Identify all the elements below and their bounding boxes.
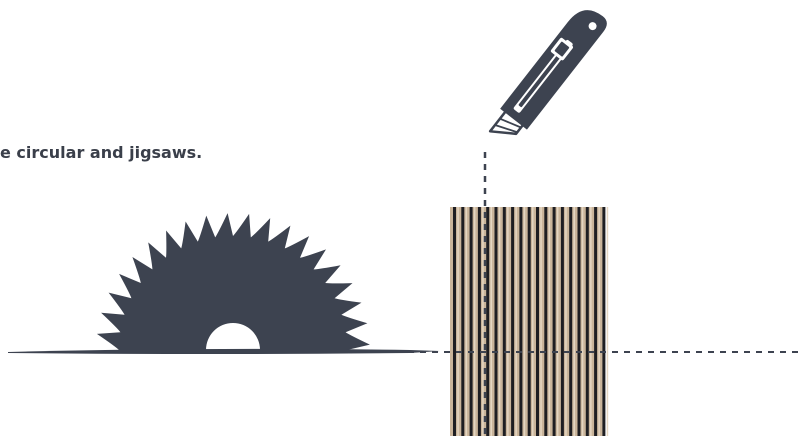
circular-saw-blade-icon [97, 213, 370, 350]
acoustic-slat-panel [450, 207, 608, 436]
utility-knife-icon [485, 2, 610, 149]
